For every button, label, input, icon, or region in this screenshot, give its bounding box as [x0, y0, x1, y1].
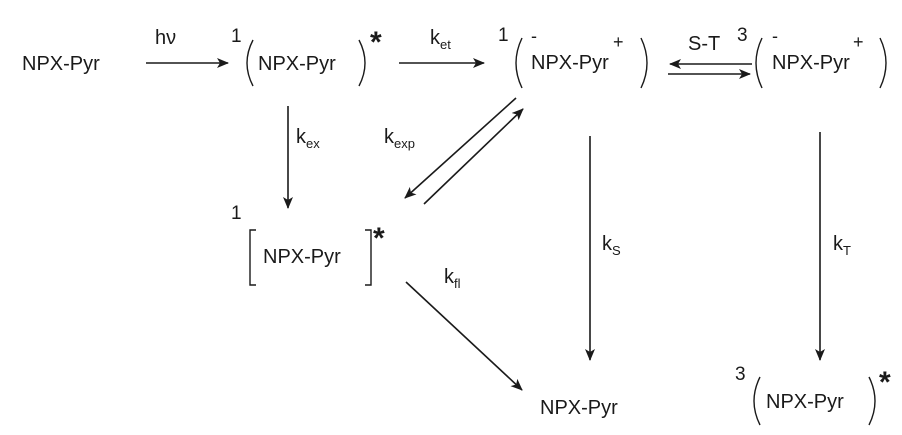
ground-state-product: NPX-Pyr [540, 397, 618, 419]
left-parenthesis [753, 376, 761, 426]
left-bracket [249, 229, 256, 286]
right-bracket [365, 229, 372, 286]
exciplex-state: 1 NPX-Pyr * [231, 203, 385, 286]
singlet-multiplicity-label: 1 [498, 25, 509, 46]
cs-to-exciplex-arrow [404, 97, 517, 199]
excited-star-symbol: * [373, 222, 385, 255]
right-parenthesis [879, 37, 887, 89]
excited-star-symbol: * [370, 26, 382, 59]
right-parenthesis [868, 376, 876, 426]
left-parenthesis [515, 37, 523, 89]
right-parenthesis [358, 39, 366, 87]
s-t-label: S-T [688, 33, 720, 55]
radical-cation-charge: + [853, 32, 864, 52]
radical-anion-charge: - [531, 26, 537, 46]
right-parenthesis [640, 37, 648, 89]
exciplex-species: NPX-Pyr [263, 246, 341, 268]
k-et-label: ket [430, 27, 451, 52]
excitation-label: hν [155, 27, 176, 49]
singlet-excited-state: 1 NPX-Pyr * [231, 26, 382, 87]
singlet-charge-separated-state: 1 - NPX-Pyr + [498, 25, 648, 89]
ground-state-species: NPX-Pyr [22, 53, 100, 75]
k-s-label: kS [602, 233, 621, 258]
triplet-excited-state: 3 NPX-Pyr * [735, 364, 891, 426]
singlet-cs-species: NPX-Pyr [531, 52, 609, 74]
singlet-multiplicity-label: 1 [231, 203, 242, 224]
k-ex-label: kex [296, 126, 320, 151]
triplet-multiplicity-label: 3 [737, 25, 748, 46]
radical-anion-charge: - [772, 26, 778, 46]
left-parenthesis [755, 37, 763, 89]
singlet-excited-species: NPX-Pyr [258, 53, 336, 75]
triplet-excited-species: NPX-Pyr [766, 391, 844, 413]
exciplex-to-cs-arrow [423, 108, 524, 205]
triplet-multiplicity-label: 3 [735, 364, 746, 385]
k-exp-label: kexp [384, 126, 415, 151]
triplet-cs-species: NPX-Pyr [772, 52, 850, 74]
triplet-charge-separated-state: 3 - NPX-Pyr + [737, 25, 887, 89]
singlet-multiplicity-label: 1 [231, 26, 242, 47]
left-parenthesis [246, 39, 254, 87]
k-t-label: kT [833, 233, 851, 258]
k-fl-label: kfl [444, 266, 461, 291]
fluorescence-decay-arrow [405, 281, 523, 391]
excited-star-symbol: * [879, 366, 891, 399]
radical-cation-charge: + [613, 32, 624, 52]
